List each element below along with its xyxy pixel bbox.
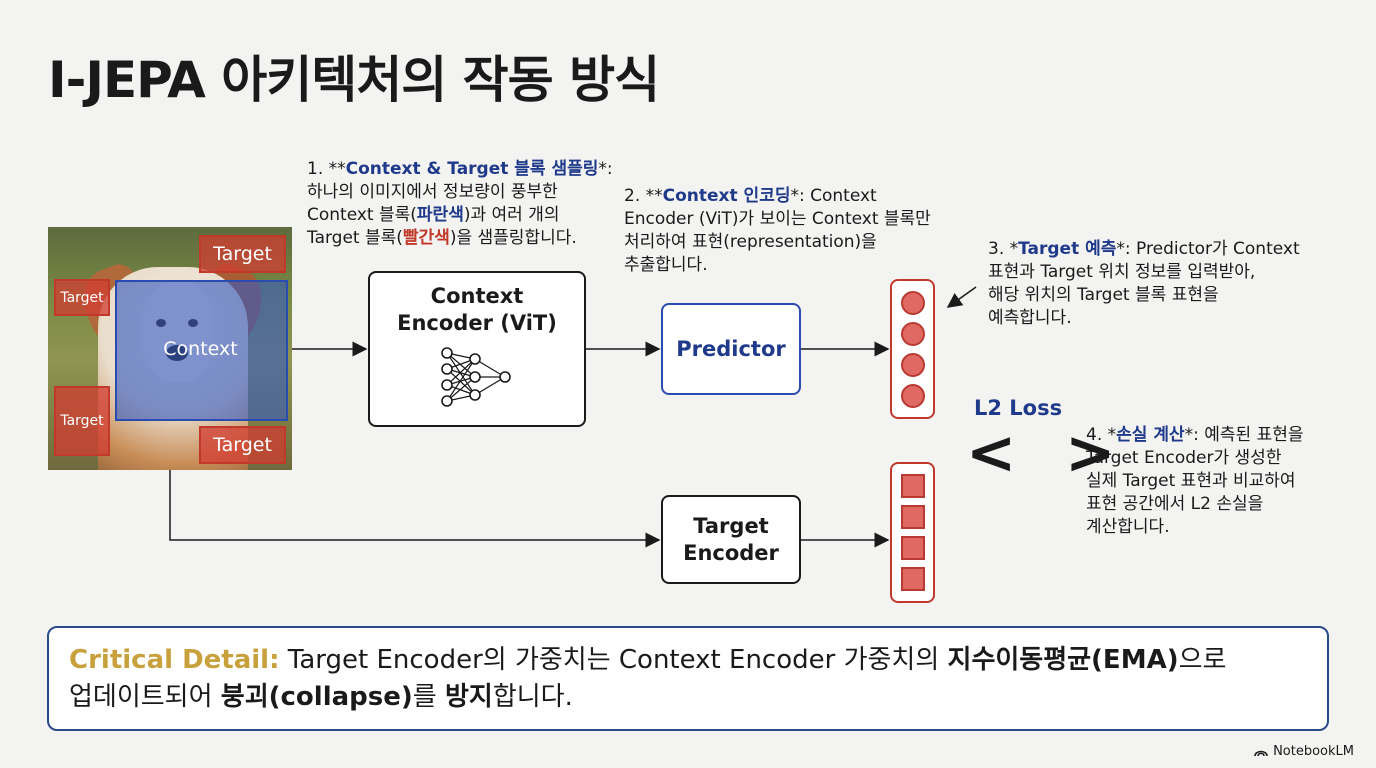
step-2-line: Encoder (ViT)가 보이는 Context 블록만 xyxy=(624,209,931,229)
brand-watermark: NotebookLM xyxy=(1254,744,1354,759)
callout-emphasis: 방지 xyxy=(444,682,493,712)
brand-name: NotebookLM xyxy=(1273,744,1354,759)
red-keyword: 빨간색 xyxy=(402,228,450,248)
step-2-prefix: 2. ** xyxy=(624,186,663,206)
neural-network-icon xyxy=(441,347,511,407)
target-encoder-box: Target Encoder xyxy=(661,495,801,584)
target-embedding-node xyxy=(900,504,925,529)
context-encoder-box: Context Encoder (ViT) xyxy=(368,271,586,427)
step-4-heading: 손실 계산 xyxy=(1116,425,1185,445)
target-representation-vector xyxy=(890,462,935,603)
step-1-line: 하나의 이미지에서 정보량이 풍부한 xyxy=(307,182,558,202)
target-embedding-node xyxy=(900,473,925,498)
predictor-box: Predictor xyxy=(661,303,801,395)
callout-text: 업데이트되어 xyxy=(69,682,221,712)
critical-detail-callout: Critical Detail: Target Encoder의 가중치는 Co… xyxy=(47,626,1329,731)
context-block xyxy=(115,280,288,421)
step-4-prefix: 4. * xyxy=(1086,425,1117,445)
comparison-icon: < > xyxy=(966,418,1130,488)
predicted-representation-vector xyxy=(890,279,935,419)
step-1-suffix: *: xyxy=(598,159,613,179)
predicted-embedding-node xyxy=(900,352,925,377)
step-1-text: )을 샘플링합니다. xyxy=(449,228,577,248)
step-2-heading: Context 인코딩 xyxy=(662,186,791,206)
context-encoder-label-line2: Encoder (ViT) xyxy=(397,311,557,335)
target-block: Target xyxy=(199,235,286,273)
step-3-line: 표현과 Target 위치 정보를 입력받아, xyxy=(988,262,1256,282)
page-title: I-JEPA 아키텍처의 작동 방식 xyxy=(48,51,660,109)
context-encoder-label-line1: Context xyxy=(430,284,524,308)
step-4-line: 계산합니다. xyxy=(1086,517,1170,537)
predicted-embedding-node xyxy=(900,321,925,346)
step-4-line: 실제 Target 표현과 비교하여 xyxy=(1086,471,1296,491)
step-2-line: 추출합니다. xyxy=(624,255,708,275)
step-4-line: 표현 공간에서 L2 손실을 xyxy=(1086,494,1264,514)
step-1-prefix: 1. ** xyxy=(307,159,346,179)
step-3-heading: Target 예측 xyxy=(1018,239,1117,259)
arrow-image-to-target-encoder xyxy=(169,470,661,548)
step-3-suffix: *: Predictor가 Context xyxy=(1116,239,1300,259)
step-4-line: Target Encoder가 생성한 xyxy=(1086,448,1282,468)
target-encoder-label-line2: Encoder xyxy=(683,540,779,565)
l2-loss-label: L2 Loss xyxy=(974,396,1063,420)
step-1-text: )과 여러 개의 xyxy=(463,205,560,225)
target-block: Target xyxy=(54,279,110,316)
target-block: Target xyxy=(54,386,110,456)
context-block-label: Context xyxy=(163,338,238,360)
callout-text: 으로 xyxy=(1178,645,1227,675)
step-2-description: 2. **Context 인코딩*: Context Encoder (ViT)… xyxy=(624,185,931,277)
target-block-label: Target xyxy=(213,434,272,456)
step-4-description: 4. *손실 계산*: 예측된 표현을 Target Encoder가 생성한 … xyxy=(1086,424,1303,539)
step-3-description: 3. *Target 예측*: Predictor가 Context 표현과 T… xyxy=(988,238,1300,330)
step-3-line: 예측합니다. xyxy=(988,308,1072,328)
step-1-text: Context 블록( xyxy=(307,205,417,225)
step-3-line: 해당 위치의 Target 블록 표현을 xyxy=(988,285,1219,305)
step-1-heading: Context & Target 블록 샘플링 xyxy=(345,159,599,179)
target-encoder-label-line1: Target xyxy=(693,513,769,538)
target-block-label: Target xyxy=(60,413,104,429)
callout-text: Target Encoder의 가중치는 Context Encoder 가중치… xyxy=(279,645,948,675)
callout-lead: Critical Detail: xyxy=(69,645,280,675)
blue-keyword: 파란색 xyxy=(416,205,464,225)
step-3-prefix: 3. * xyxy=(988,239,1019,259)
target-block: Target xyxy=(199,426,286,464)
step-1-text: Target 블록( xyxy=(307,228,403,248)
target-block-label: Target xyxy=(60,289,104,306)
step-2-line: 처리하여 표현(representation)을 xyxy=(624,232,877,252)
callout-text: 합니다. xyxy=(492,682,573,712)
step-4-suffix: *: 예측된 표현을 xyxy=(1184,425,1304,445)
arrow-step3-pointer xyxy=(946,286,977,308)
callout-emphasis: 지수이동평균(EMA) xyxy=(947,645,1179,675)
predicted-embedding-node xyxy=(900,290,925,315)
callout-emphasis: 붕괴(collapse) xyxy=(220,682,413,712)
callout-text: 를 xyxy=(412,682,445,712)
step-1-description: 1. **Context & Target 블록 샘플링*: 하나의 이미지에서… xyxy=(307,158,613,250)
target-block-label: Target xyxy=(213,243,272,265)
step-2-suffix: *: Context xyxy=(790,186,877,206)
notebooklm-logo-icon xyxy=(1254,750,1268,756)
predictor-label: Predictor xyxy=(676,337,786,361)
predicted-embedding-node xyxy=(900,383,925,408)
target-embedding-node xyxy=(900,567,925,592)
target-embedding-node xyxy=(900,536,925,561)
